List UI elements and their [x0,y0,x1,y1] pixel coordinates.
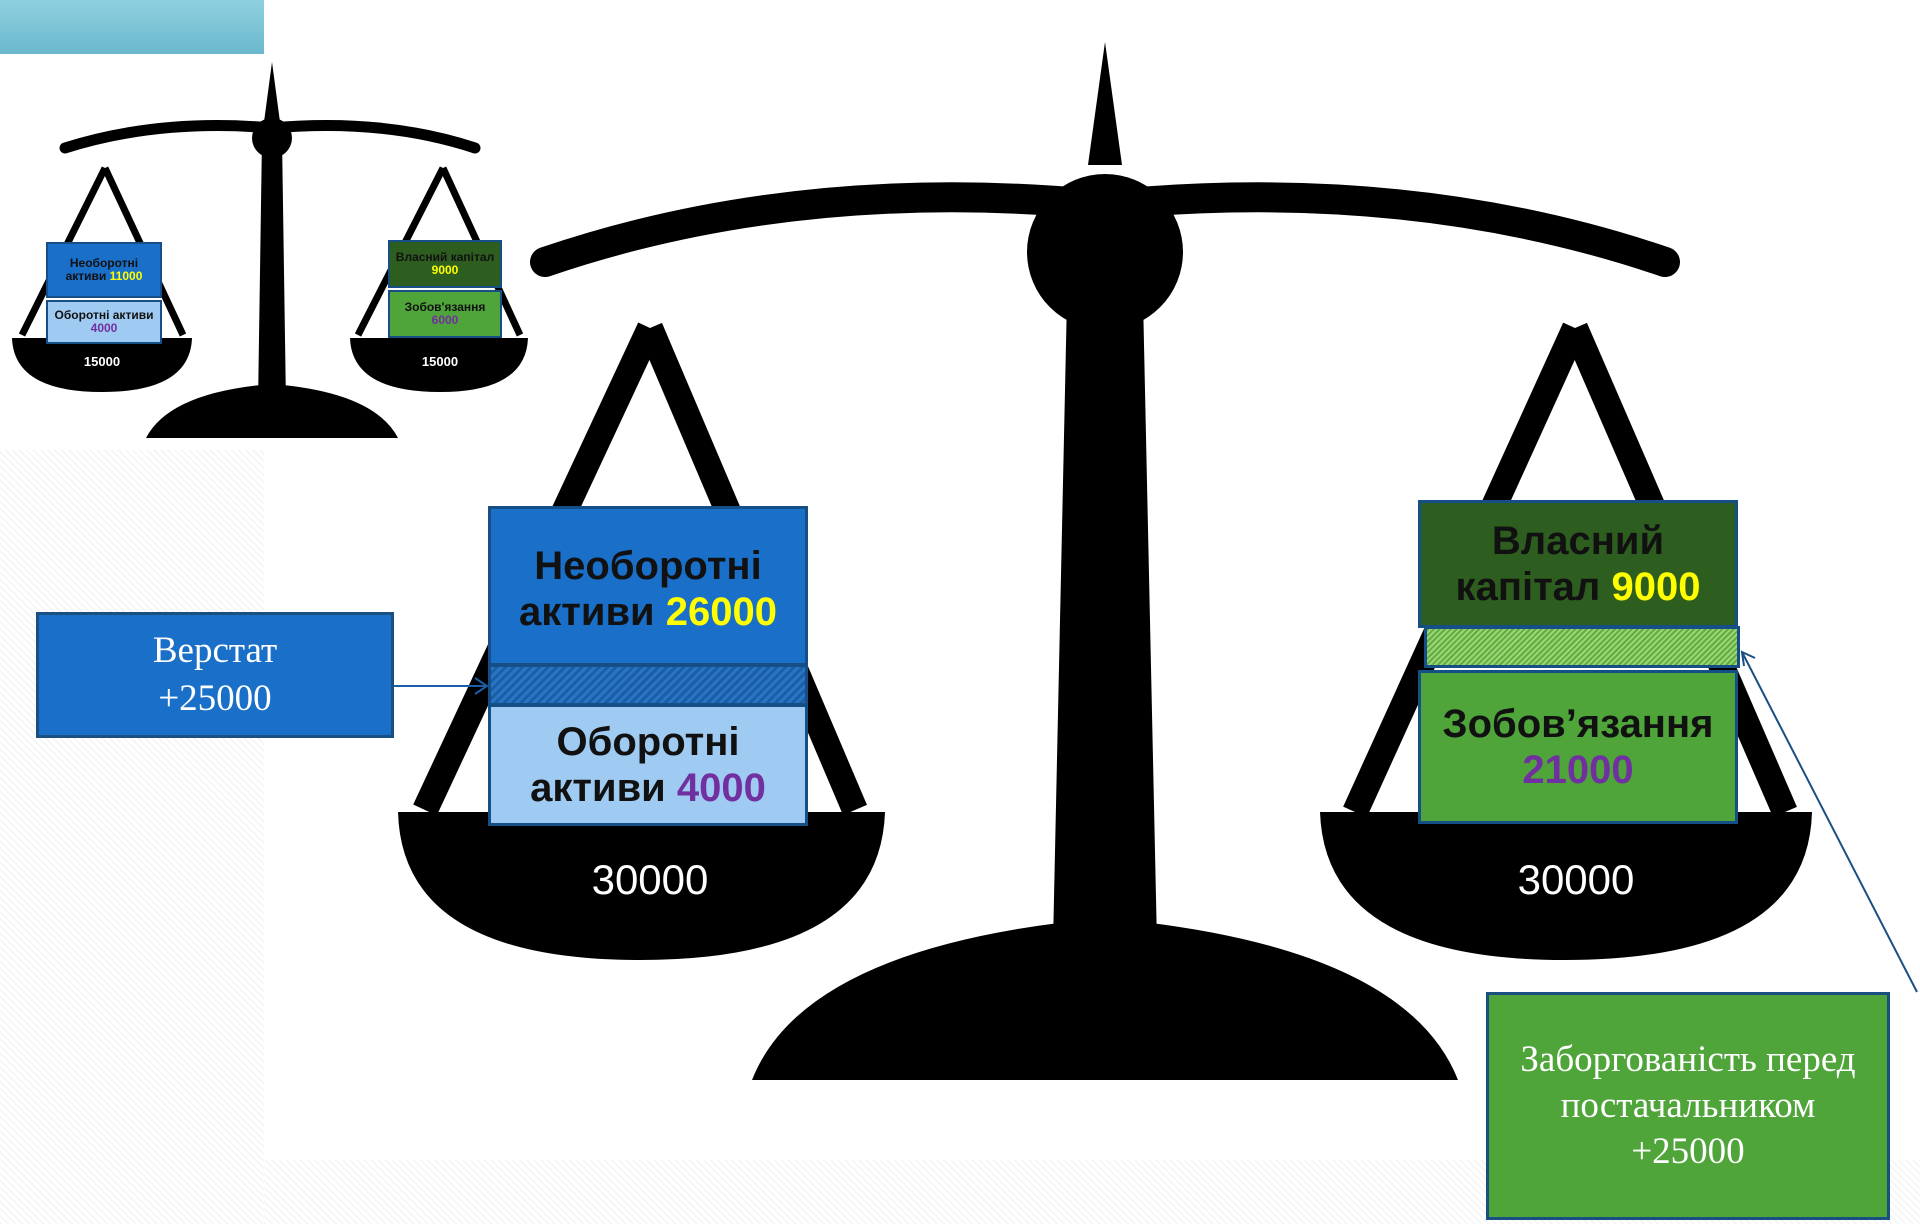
machine-callout-amount: +25000 [158,678,272,719]
liabilities-value: 21000 [1522,748,1634,792]
mini-fixed-assets-value: 11000 [109,269,143,283]
current-assets-label: Оборотні активи [530,719,740,810]
supplier-debt-callout: Заборгованість перед постачальником +250… [1486,992,1890,1220]
fixed-assets-label: Необоротні активи [519,543,762,634]
left-total: 30000 [591,856,709,903]
equity-box: Власний капітал 9000 [1418,500,1738,628]
supplier-debt-callout-amount: +25000 [1631,1131,1745,1173]
mini-equity-box: Власний капітал 9000 [388,240,502,288]
fixed-assets-added-hatch [488,664,808,706]
decorative-pattern-left [0,450,264,1224]
mini-liabilities-box: Зобов'язання 6000 [388,290,502,338]
mini-scale-icon [12,62,528,438]
mini-liabilities-label: Зобов'язання [404,299,486,314]
mini-fixed-assets-label: Необоротні активи [65,255,139,283]
mini-left-total: 15000 [83,354,121,369]
mini-liabilities-value: 6000 [431,313,459,327]
mini-current-assets-label: Оборотні активи [54,307,154,322]
equity-value: 9000 [1611,565,1701,609]
equity-label: Власний капітал [1455,518,1665,609]
header-accent-bar [0,0,264,54]
mini-right-total: 15000 [421,354,459,369]
mini-equity-value: 9000 [431,263,459,277]
machine-callout: Верстат +25000 [36,612,394,738]
mini-current-assets-box: Оборотні активи 4000 [46,300,162,344]
machine-callout-label: Верстат [152,629,278,671]
fixed-assets-value: 26000 [665,590,777,634]
machine-arrow [394,677,489,695]
current-assets-box: Оборотні активи 4000 [488,704,808,826]
fixed-assets-box: Необоротні активи 26000 [488,506,808,666]
right-total: 30000 [1517,856,1635,903]
supplier-debt-arrow [1740,650,1918,993]
current-assets-value: 4000 [676,766,766,810]
mini-fixed-assets-box: Необоротні активи 11000 [46,242,162,298]
liabilities-box: Зобов’язання 21000 [1418,670,1738,824]
supplier-debt-callout-label: Заборгованість перед постачальником [1520,1038,1856,1126]
mini-current-assets-value: 4000 [90,321,118,335]
mini-equity-label: Власний капітал [395,249,495,264]
liabilities-added-hatch [1424,626,1740,668]
liabilities-label: Зобов’язання [1442,701,1714,746]
